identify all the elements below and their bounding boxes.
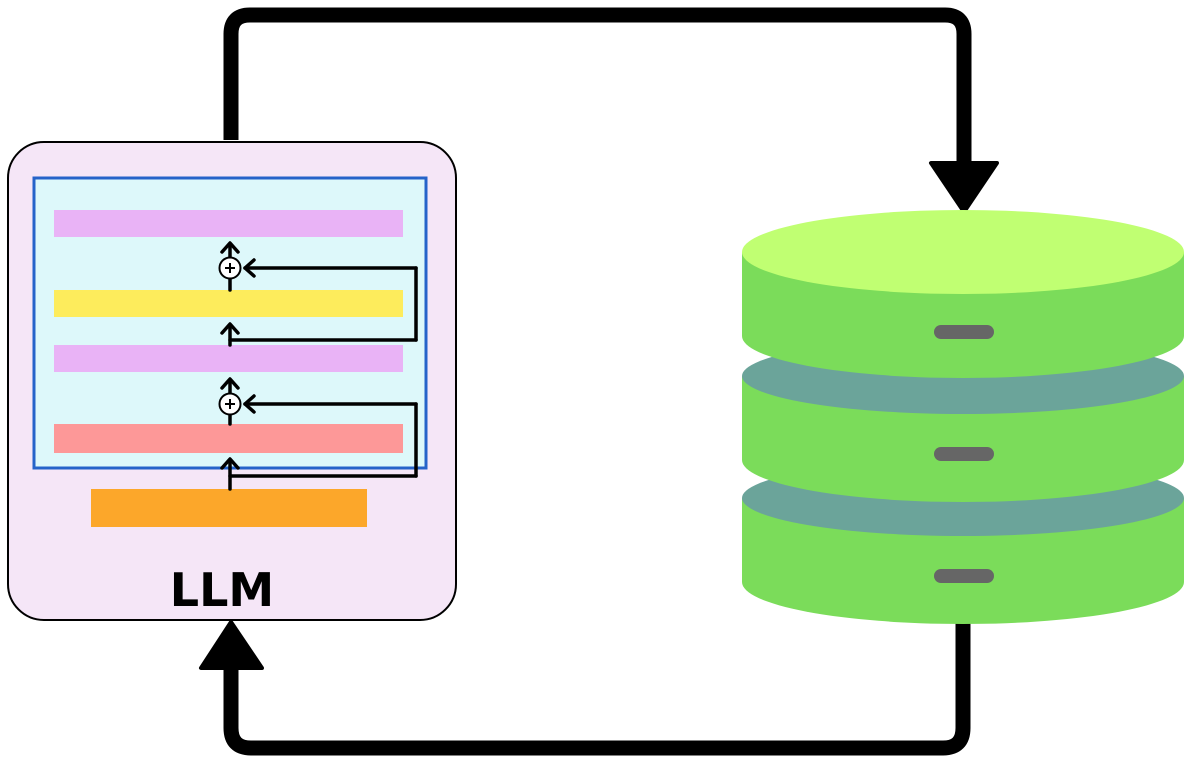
database-icon xyxy=(742,210,1184,624)
arrowhead-into-llm xyxy=(199,620,264,670)
database-slot xyxy=(934,325,994,339)
connector-llm-to-database xyxy=(223,7,972,165)
database-slot xyxy=(934,569,994,583)
connector-database-to-llm xyxy=(223,620,971,756)
llm-label: LLM xyxy=(170,563,274,617)
residual-add-icon xyxy=(218,392,242,416)
residual-add-icon xyxy=(218,256,242,280)
arrowhead-into-database xyxy=(929,161,999,214)
flow-lines xyxy=(220,241,418,491)
feedforward-layer-bar xyxy=(54,290,403,317)
llm-block: LLM xyxy=(7,141,457,621)
database-slot xyxy=(934,447,994,461)
output-layer-bar xyxy=(54,210,403,237)
norm-layer-bar xyxy=(54,345,403,372)
attention-layer-bar xyxy=(54,424,403,453)
embedding-layer-bar xyxy=(91,489,367,527)
database-top-surface xyxy=(742,210,1184,294)
